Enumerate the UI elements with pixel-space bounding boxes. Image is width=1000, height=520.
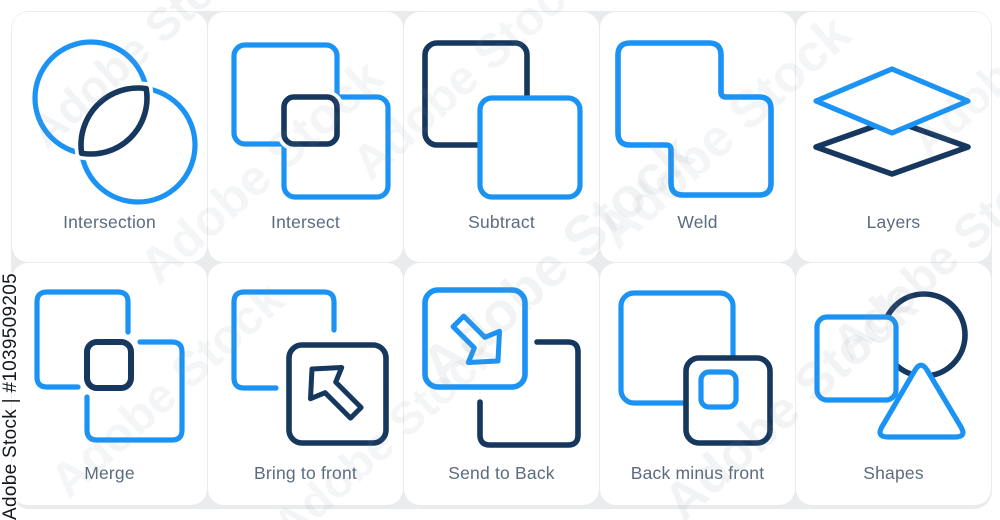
icon-card-weld: Weld xyxy=(600,12,795,262)
icon-label: Shapes xyxy=(863,463,924,483)
icon-label: Weld xyxy=(677,212,718,232)
icon-label: Send to Back xyxy=(448,463,555,483)
icon-card-send-to-back: Send to Back xyxy=(404,263,599,505)
send-to-back-icon xyxy=(422,287,581,448)
icon-label: Merge xyxy=(84,463,135,483)
intersect-icon xyxy=(231,42,391,200)
merge-icon xyxy=(34,289,185,443)
icon-label: Subtract xyxy=(468,212,535,232)
weld-icon xyxy=(615,40,774,198)
icon-card-subtract: Subtract xyxy=(404,12,599,262)
icon-label: Intersect xyxy=(271,212,340,232)
icon-label: Back minus front xyxy=(630,463,765,483)
watermark-credit: Adobe Stock | #1039509205 xyxy=(0,273,21,520)
back-minus-front-icon xyxy=(618,290,773,446)
icon-card-intersect: Intersect xyxy=(208,12,403,262)
subtract-icon xyxy=(422,40,583,200)
bring-to-front-icon xyxy=(231,289,389,446)
shapes-icon xyxy=(814,291,968,440)
icon-card-layers: Layers xyxy=(796,12,991,262)
icon-card-shapes: Shapes xyxy=(796,263,991,505)
layers-icon xyxy=(813,66,971,177)
icon-grid: Intersection Intersect Subtract xyxy=(11,11,992,509)
icon-label: Layers xyxy=(866,212,921,232)
icon-label: Bring to front xyxy=(254,463,357,483)
icon-card-intersection: Intersection xyxy=(12,12,207,262)
icon-label: Intersection xyxy=(63,212,156,232)
icon-card-back-minus-front: Back minus front xyxy=(600,263,795,505)
icon-card-bring-to-front: Bring to front xyxy=(208,263,403,505)
arrow-up-left xyxy=(308,365,364,421)
icon-card-merge: Merge xyxy=(12,263,207,505)
arrow-down-right xyxy=(450,313,502,365)
intersection-icon xyxy=(32,39,198,205)
